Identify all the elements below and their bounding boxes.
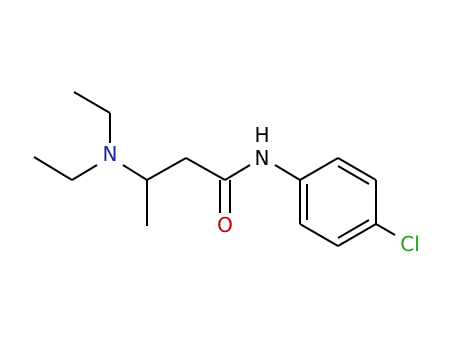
bond-nh-aryl bbox=[274, 164, 301, 181]
atom-label-n-amine: N bbox=[103, 142, 118, 166]
ring-bond-2 bbox=[337, 157, 377, 181]
bond-ethyl2-ch2-n bbox=[71, 164, 98, 181]
atom-label-h-amide: H bbox=[254, 123, 269, 147]
bond-ethyl1-ch3-ch2 bbox=[73, 91, 111, 114]
atom-label-n-amide: N bbox=[255, 146, 270, 170]
bond-carbonyl-nh bbox=[224, 164, 251, 181]
ring-inner-bond-1 bbox=[337, 165, 370, 185]
ring-bond-1 bbox=[299, 157, 339, 181]
atom-label-o: O bbox=[217, 213, 233, 237]
bond-n-ch bbox=[122, 164, 148, 181]
ring-bond-5 bbox=[299, 223, 339, 247]
atom-label-cl: Cl bbox=[400, 232, 420, 256]
bond-ch2-carbonyl bbox=[185, 157, 226, 181]
bond-ch-ch2 bbox=[146, 157, 187, 181]
ring-bond-4 bbox=[337, 223, 377, 247]
bond-ethyl2-ch3-ch2 bbox=[33, 156, 73, 181]
bond-aryl-cl bbox=[375, 223, 396, 236]
ring-inner-bond-2 bbox=[337, 219, 370, 239]
